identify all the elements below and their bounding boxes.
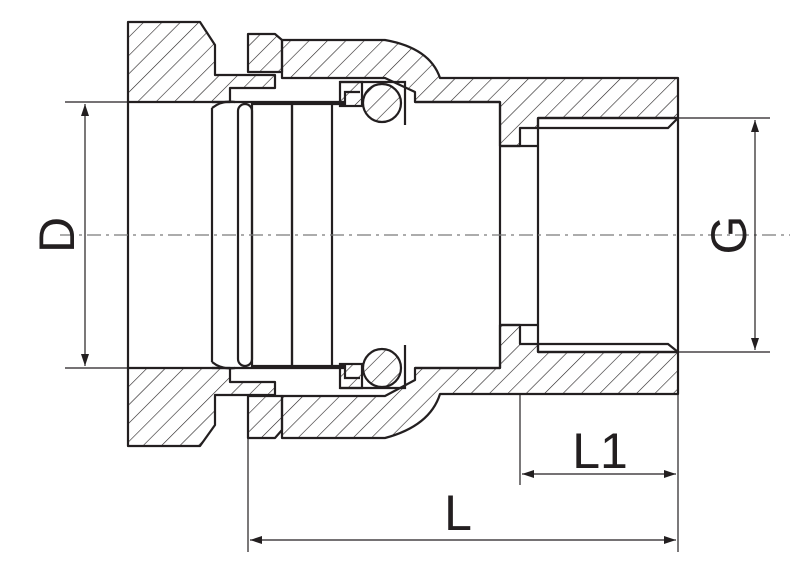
o-ring-top bbox=[361, 82, 403, 124]
grip-ring-outline bbox=[210, 100, 236, 370]
l-label: L bbox=[444, 485, 472, 541]
thread-minor-top bbox=[538, 117, 679, 130]
o-rings bbox=[361, 82, 403, 389]
dimension-l bbox=[247, 438, 679, 552]
seal-housing-top bbox=[340, 80, 407, 125]
spacer-ring-bottom bbox=[338, 362, 364, 390]
union-nut-top bbox=[126, 20, 277, 104]
seal-housing-bottom bbox=[340, 345, 407, 390]
thread-minor-bottom bbox=[538, 342, 679, 353]
collet-top bbox=[246, 32, 284, 74]
spacer-ring-top bbox=[338, 80, 364, 108]
dimension-l1 bbox=[519, 394, 679, 485]
l1-label: L1 bbox=[572, 423, 628, 479]
dimension-g bbox=[678, 117, 770, 353]
union-nut-bottom bbox=[126, 366, 277, 448]
collet-bottom bbox=[246, 394, 284, 440]
o-ring-bottom bbox=[361, 347, 403, 389]
d-label: D bbox=[29, 217, 85, 253]
dimension-d bbox=[65, 101, 128, 369]
seal-housing bbox=[340, 80, 407, 390]
g-label: G bbox=[701, 216, 757, 255]
